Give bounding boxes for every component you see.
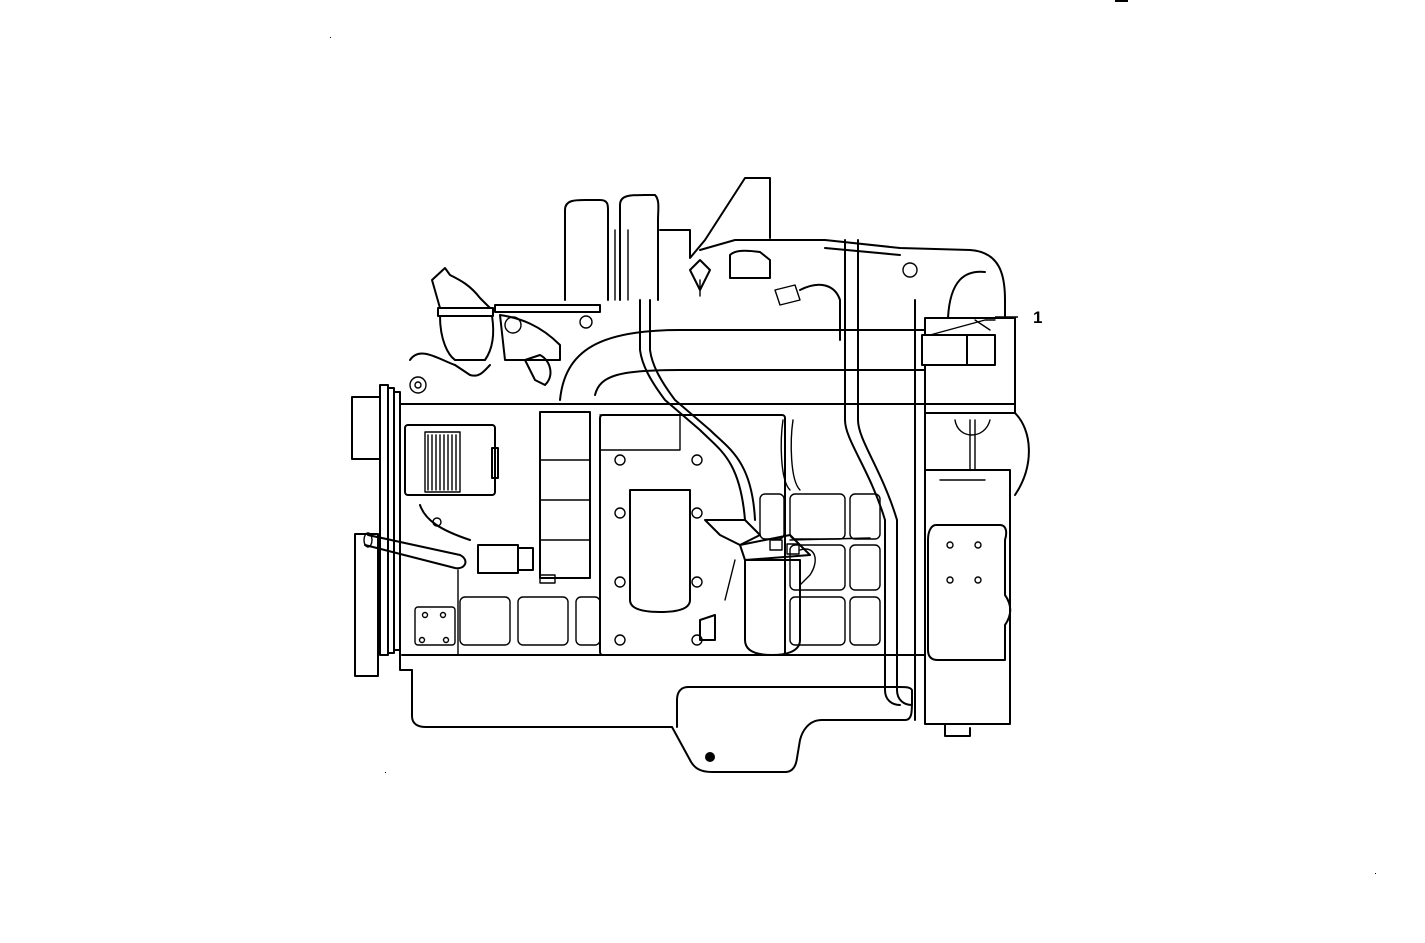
speck bbox=[385, 772, 386, 773]
dipstick-tube bbox=[363, 532, 467, 570]
crankshaft-pulley bbox=[351, 384, 401, 677]
engine-block bbox=[399, 403, 1016, 671]
oil-filter bbox=[599, 414, 786, 656]
thermostat-housing bbox=[409, 267, 601, 386]
fuel-filter bbox=[699, 519, 871, 656]
top-edge-mark bbox=[1115, 0, 1128, 2]
alternator bbox=[404, 376, 499, 541]
flywheel-housing bbox=[924, 317, 1030, 737]
callout-1-label: 1 bbox=[1033, 308, 1043, 327]
oil-pan bbox=[411, 669, 913, 773]
speck bbox=[1375, 873, 1376, 874]
fuel-lines bbox=[639, 283, 841, 521]
return-pipe bbox=[844, 239, 916, 721]
speck bbox=[330, 37, 331, 38]
turbocharger bbox=[564, 177, 826, 301]
coolant-housing bbox=[477, 411, 591, 584]
intake-pipe bbox=[824, 239, 1006, 319]
upper-pipe bbox=[559, 319, 996, 401]
